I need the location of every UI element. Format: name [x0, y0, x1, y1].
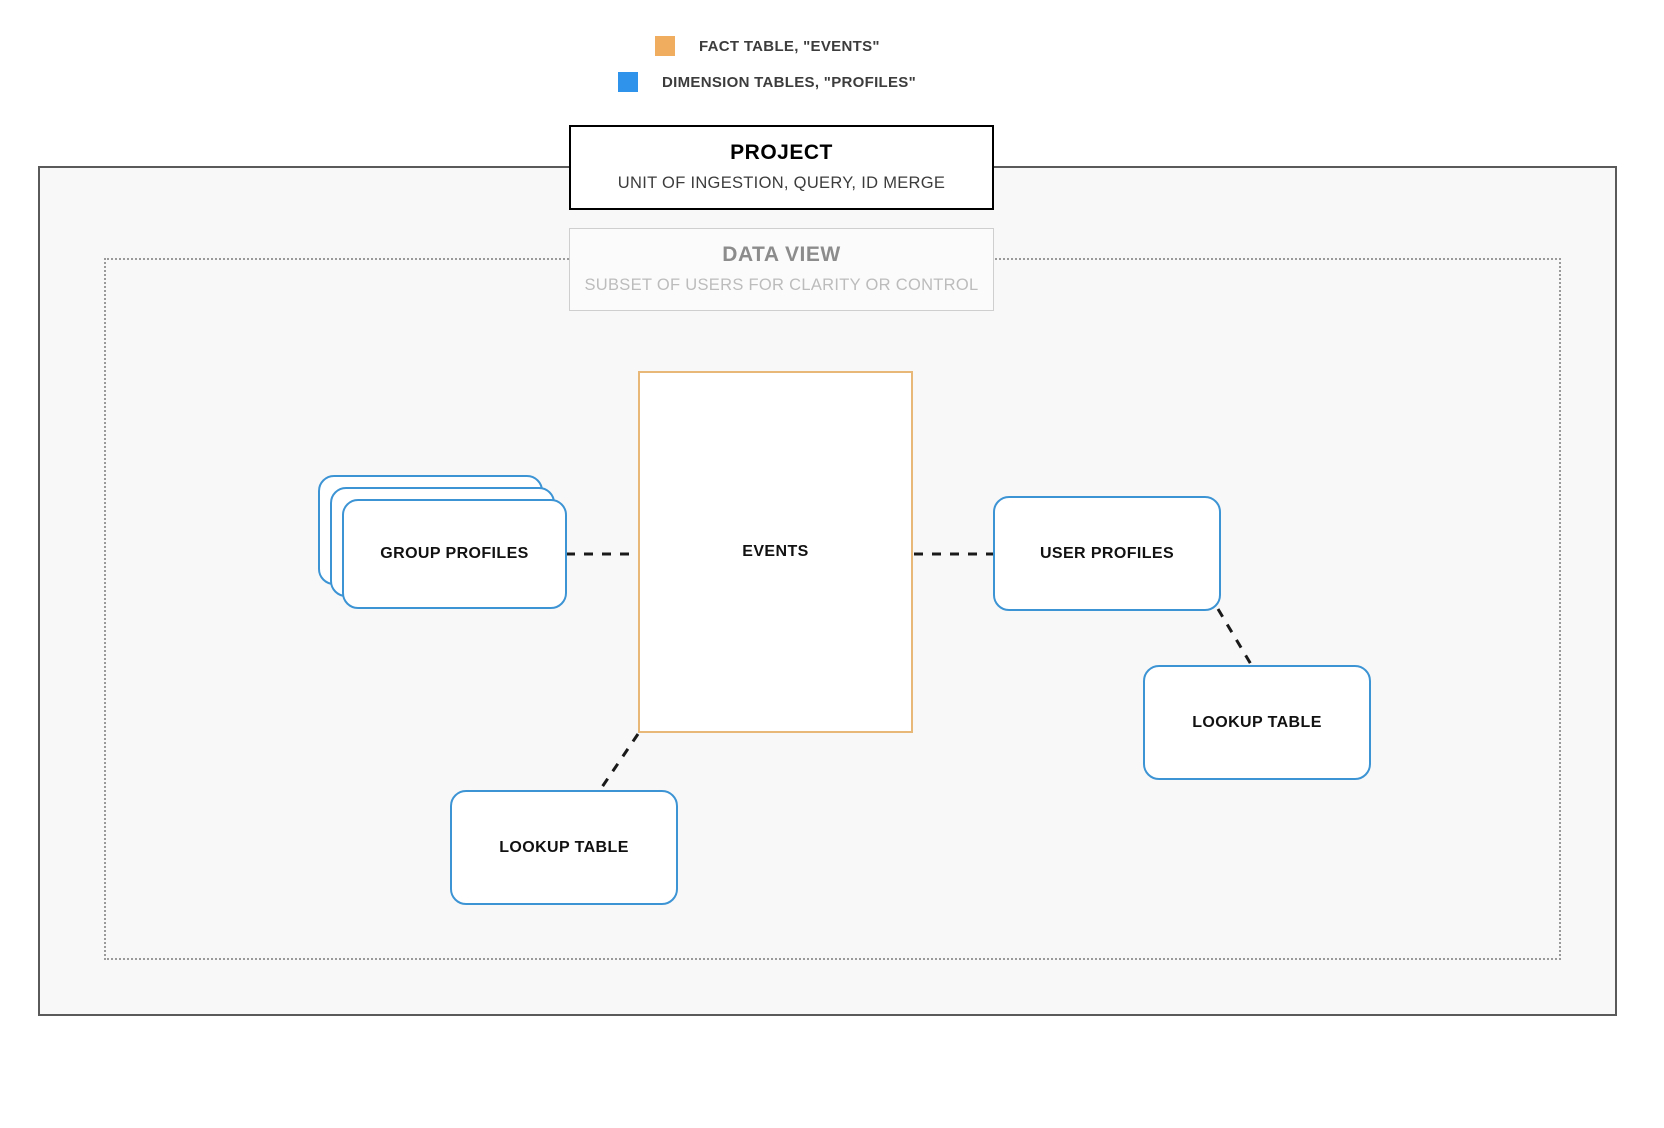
project-subtitle: UNIT OF INGESTION, QUERY, ID MERGE — [617, 174, 946, 193]
node-lookup-table-left[interactable]: LOOKUP TABLE — [450, 790, 678, 905]
data-view-header-card: DATA VIEW SUBSET OF USERS FOR CLARITY OR… — [569, 228, 994, 312]
legend-label-fact-table: FACT TABLE, "EVENTS" — [699, 37, 880, 55]
node-label-lookup-table-left: LOOKUP TABLE — [499, 838, 629, 856]
project-title: PROJECT — [730, 141, 833, 164]
project-header-card: PROJECT UNIT OF INGESTION, QUERY, ID MER… — [569, 125, 994, 211]
blue-square-swatch — [618, 72, 638, 92]
node-label-group-profiles: GROUP PROFILES — [380, 545, 529, 562]
node-label-events: EVENTS — [742, 543, 809, 560]
group-profiles-stack-card-front[interactable]: GROUP PROFILES — [342, 499, 567, 609]
legend-label-dimension-tables: DIMENSION TABLES, "PROFILES" — [662, 73, 917, 91]
node-lookup-table-right[interactable]: LOOKUP TABLE — [1143, 665, 1371, 780]
orange-square-swatch — [655, 36, 675, 56]
node-label-user-profiles: USER PROFILES — [1039, 544, 1175, 562]
node-group-profiles[interactable]: GROUP PROFILES — [318, 475, 568, 610]
node-user-profiles[interactable]: USER PROFILES — [993, 496, 1221, 611]
data-view-subtitle: SUBSET OF USERS FOR CLARITY OR CONTROL — [584, 276, 979, 295]
legend-item-dimension-tables: DIMENSION TABLES, "PROFILES" — [618, 72, 916, 92]
legend-item-fact-table: FACT TABLE, "EVENTS" — [655, 36, 880, 56]
data-view-title: DATA VIEW — [722, 243, 841, 266]
node-events[interactable]: EVENTS — [638, 371, 913, 733]
node-label-lookup-table-right: LOOKUP TABLE — [1192, 713, 1322, 731]
